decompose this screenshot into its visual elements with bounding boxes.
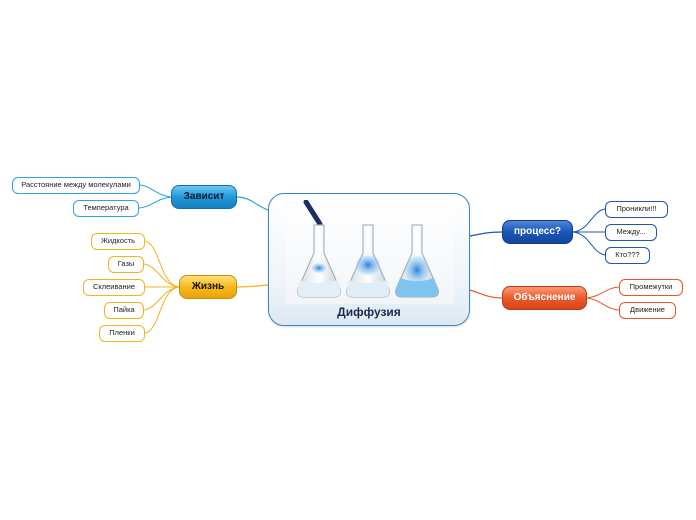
leaf-who[interactable]: Кто???: [605, 247, 650, 264]
leaf-motion[interactable]: Движение: [619, 302, 676, 319]
leaf-penetrated[interactable]: Проникли!!!: [605, 201, 668, 218]
leaf-between[interactable]: Между...: [605, 224, 657, 241]
central-topic-title: Диффузия: [337, 305, 401, 319]
leaf-gluing[interactable]: Склеивание: [83, 279, 145, 296]
leaf-soldering[interactable]: Пайка: [104, 302, 144, 319]
laboratory-flasks-icon: [286, 200, 454, 304]
leaf-gases[interactable]: Газы: [108, 256, 144, 273]
central-topic[interactable]: Диффузия: [268, 193, 470, 326]
topic-life[interactable]: Жизнь: [179, 275, 237, 299]
leaf-gaps[interactable]: Промежутки: [619, 279, 683, 296]
topic-depends[interactable]: Зависит: [171, 185, 237, 209]
leaf-liquid[interactable]: Жидкость: [91, 233, 145, 250]
leaf-temperature[interactable]: Температура: [73, 200, 139, 217]
topic-process[interactable]: процесс?: [502, 220, 573, 244]
topic-explanation[interactable]: Объяснение: [502, 286, 587, 310]
leaf-films[interactable]: Пленки: [99, 325, 145, 342]
leaf-molecule-distance[interactable]: Расстояние между молекулами: [12, 177, 140, 194]
